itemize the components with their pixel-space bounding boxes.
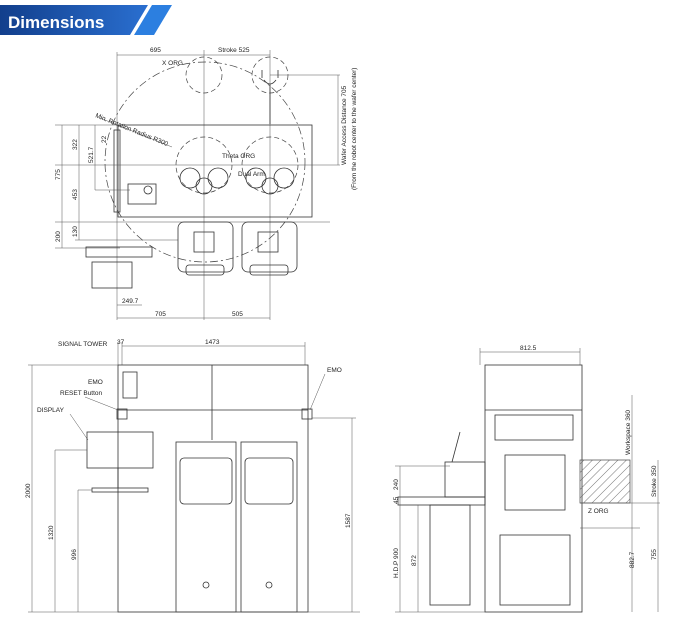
front-view: SIGNAL TOWER 37 1473 EMO RESET Button DI… [25, 339, 360, 613]
dim-705: 705 [155, 311, 166, 318]
dim-22: 22 [101, 135, 108, 143]
dim-240: 240 [393, 479, 400, 490]
section-title: Dimensions [8, 13, 105, 32]
display-label: DISPLAY [37, 407, 65, 414]
dim-453: 453 [72, 189, 79, 200]
dim-996: 996 [71, 549, 78, 560]
emo-right-label: EMO [327, 367, 342, 374]
banner-background [0, 5, 172, 35]
dim-stroke-525: Stroke 525 [218, 47, 250, 54]
dim-322: 322 [72, 139, 79, 150]
signal-tower-label: SIGNAL TOWER [58, 341, 108, 348]
reset-button-label: RESET Button [60, 390, 103, 397]
side-view: 812.5 Workspace 360 Stroke 350 882.7 755… [393, 345, 660, 613]
dim-1473: 1473 [205, 339, 220, 346]
dim-workspace-360: Workspace 360 [625, 410, 632, 455]
top-view: 695 Stroke 525 X ORG Min. Rotation Radiu… [55, 47, 358, 320]
emo-left-label: EMO [88, 379, 103, 386]
dim-45: 45 [393, 496, 400, 504]
dim-755: 755 [651, 549, 658, 560]
dim-130: 130 [72, 226, 79, 237]
x-org-label: X ORG [162, 60, 183, 67]
dual-arm-label: Dual Arm [238, 171, 265, 178]
dim-1320: 1320 [48, 525, 55, 540]
dim-1587: 1587 [345, 513, 352, 528]
dim-695: 695 [150, 47, 161, 54]
dim-812-5: 812.5 [520, 345, 537, 352]
dim-stroke-350: Stroke 350 [651, 465, 658, 497]
dim-521-7: 521.7 [88, 146, 95, 163]
dim-hdp-900: H.D.P 900 [393, 548, 400, 578]
wafer-note-label: (From the robot center to the wafer cent… [351, 68, 358, 190]
section-banner: Dimensions [0, 5, 172, 35]
dim-882-7: 882.7 [629, 551, 636, 568]
theta-org-label: Theta ORG [222, 153, 255, 160]
emo-button-left [116, 408, 128, 420]
dim-775: 775 [55, 169, 62, 180]
dim-37: 37 [117, 339, 125, 346]
dim-872: 872 [411, 555, 418, 566]
z-org-label: Z ORG [588, 508, 609, 515]
dim-505: 505 [232, 311, 243, 318]
dim-249-7: 249.7 [122, 298, 139, 305]
dim-200: 200 [55, 231, 62, 242]
dim-2000: 2000 [25, 483, 32, 498]
wafer-access-label: Wafer Access Distance 705 [341, 85, 348, 165]
emo-button-right [301, 408, 313, 420]
